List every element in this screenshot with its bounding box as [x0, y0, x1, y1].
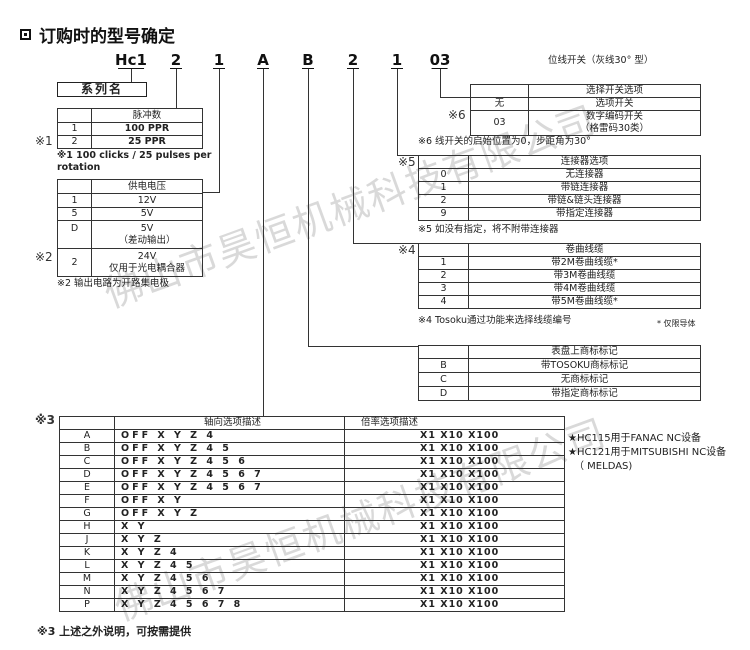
cable-marker: ※4 — [398, 243, 416, 257]
table-row: 无选项开关 — [470, 97, 701, 111]
connector-marker: ※5 — [398, 155, 416, 169]
cable-note: ※4 Tosoku通过功能来选择线缆编号 — [418, 315, 572, 326]
side-note-mitsubishi: ★HC121用于MITSUBISHI NC设备 — [568, 447, 727, 458]
code-part-pulse: 2 — [170, 51, 182, 69]
code-part-switch: 03 — [429, 51, 451, 69]
voltage-note: ※2 输出电路为开路集电极 — [57, 278, 170, 289]
code-part-cable: 2 — [347, 51, 359, 69]
side-note-meldas: （ MELDAS) — [574, 461, 633, 472]
connector-line — [397, 155, 418, 156]
switch-type-label: 位线开关（灰线30° 型） — [548, 55, 654, 66]
connector-line — [219, 69, 220, 193]
switch-marker: ※6 — [448, 108, 466, 122]
series-name-label: 系列名 — [80, 82, 123, 96]
connector-line — [440, 97, 470, 98]
connector-line — [308, 346, 418, 347]
switch-note: ※6 线开关的启始位置为0，步距角为30° — [418, 136, 591, 147]
cable-footnote: * 仅限导体 — [657, 319, 696, 328]
side-notes: ★HC115用于FANAC NC设备 ★HC121用于MITSUBISHI NC… — [568, 432, 726, 474]
series-name-box: 系列名 — [57, 82, 147, 97]
connector-line — [263, 69, 264, 416]
code-part-logo: B — [302, 51, 314, 69]
connector-note: ※5 如没有指定，将不附带连接器 — [418, 224, 559, 235]
code-part-voltage: 1 — [213, 51, 225, 69]
page-title-text: 订购时的型号确定 — [39, 27, 175, 47]
connector-line — [353, 69, 354, 243]
connector-line — [308, 69, 309, 346]
code-part-connector: 1 — [391, 51, 403, 69]
connector-line — [202, 192, 219, 193]
side-note-fanac: ★HC115用于FANAC NC设备 — [568, 433, 701, 444]
connector-line — [353, 243, 418, 244]
connector-line — [397, 69, 398, 156]
axis-note: ※3 上述之外说明，可按需提供 — [37, 625, 192, 638]
connector-line — [440, 69, 441, 97]
voltage-marker: ※2 — [35, 250, 53, 264]
code-part-series: Hc1 — [115, 51, 147, 69]
connector-line — [131, 69, 132, 82]
square-bullet-icon — [20, 29, 31, 40]
connector-line — [176, 69, 177, 108]
page-title: 订购时的型号确定 — [20, 22, 175, 47]
code-part-axis: A — [257, 51, 269, 69]
axis-marker: ※3 — [35, 413, 56, 427]
pulse-marker: ※1 — [35, 134, 53, 148]
